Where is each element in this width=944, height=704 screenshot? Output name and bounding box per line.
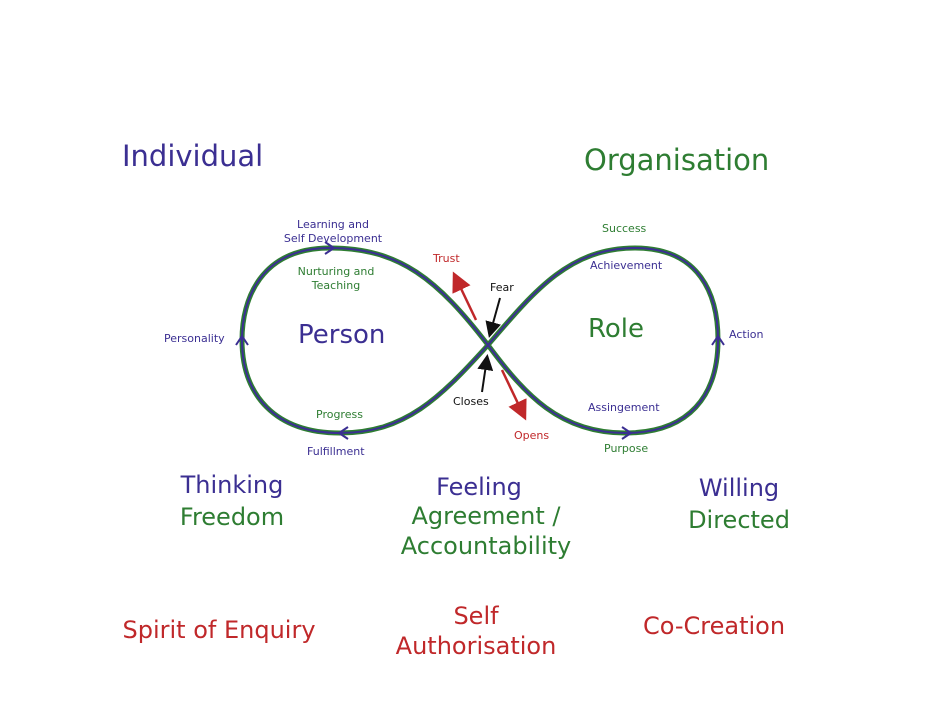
fear-arrow	[485, 297, 501, 338]
thinking-title: Thinking	[180, 471, 284, 499]
label-achievement: Achievement	[590, 259, 663, 272]
chevron-up-icon	[711, 334, 725, 346]
chevron-left-icon	[337, 426, 349, 440]
feeling-sub2: Accountability	[400, 532, 572, 560]
label-role: Role	[588, 314, 645, 344]
trust-arrow	[452, 271, 478, 321]
willing-title: Willing	[698, 474, 780, 502]
spirit-of-enquiry: Spirit of Enquiry	[122, 616, 316, 644]
infinity-loop-blue	[240, 246, 720, 435]
label-assignment: Assingement	[588, 401, 660, 414]
feeling-sub1: Agreement /	[411, 502, 561, 530]
label-nurturing: Nurturing and Teaching	[297, 265, 375, 293]
heading-individual: Individual	[122, 139, 264, 173]
label-fulfillment: Fulfillment	[307, 445, 365, 458]
closes-arrow	[477, 354, 494, 393]
label-closes: Closes	[453, 395, 489, 408]
label-progress: Progress	[316, 408, 363, 421]
label-fear: Fear	[490, 281, 514, 294]
label-personality: Personality	[164, 332, 225, 345]
thinking-sub: Freedom	[179, 503, 285, 531]
chevron-right-icon	[621, 426, 633, 440]
authorisation-label: Authorisation	[395, 632, 557, 660]
label-purpose: Purpose	[604, 442, 649, 455]
label-person: Person	[298, 320, 386, 350]
label-learning: Learning and Self Development	[283, 218, 383, 246]
label-opens: Opens	[514, 429, 550, 442]
feeling-title: Feeling	[436, 473, 522, 501]
willing-sub: Directed	[688, 506, 790, 534]
self-label: Self	[453, 602, 499, 630]
label-action: Action	[729, 328, 764, 341]
chevron-up-icon	[235, 334, 249, 346]
label-trust: Trust	[433, 252, 460, 265]
heading-organisation: Organisation	[584, 143, 770, 177]
chevron-right-icon	[324, 241, 336, 255]
co-creation: Co-Creation	[642, 612, 786, 640]
label-success: Success	[602, 222, 647, 235]
opens-arrow	[500, 369, 527, 421]
